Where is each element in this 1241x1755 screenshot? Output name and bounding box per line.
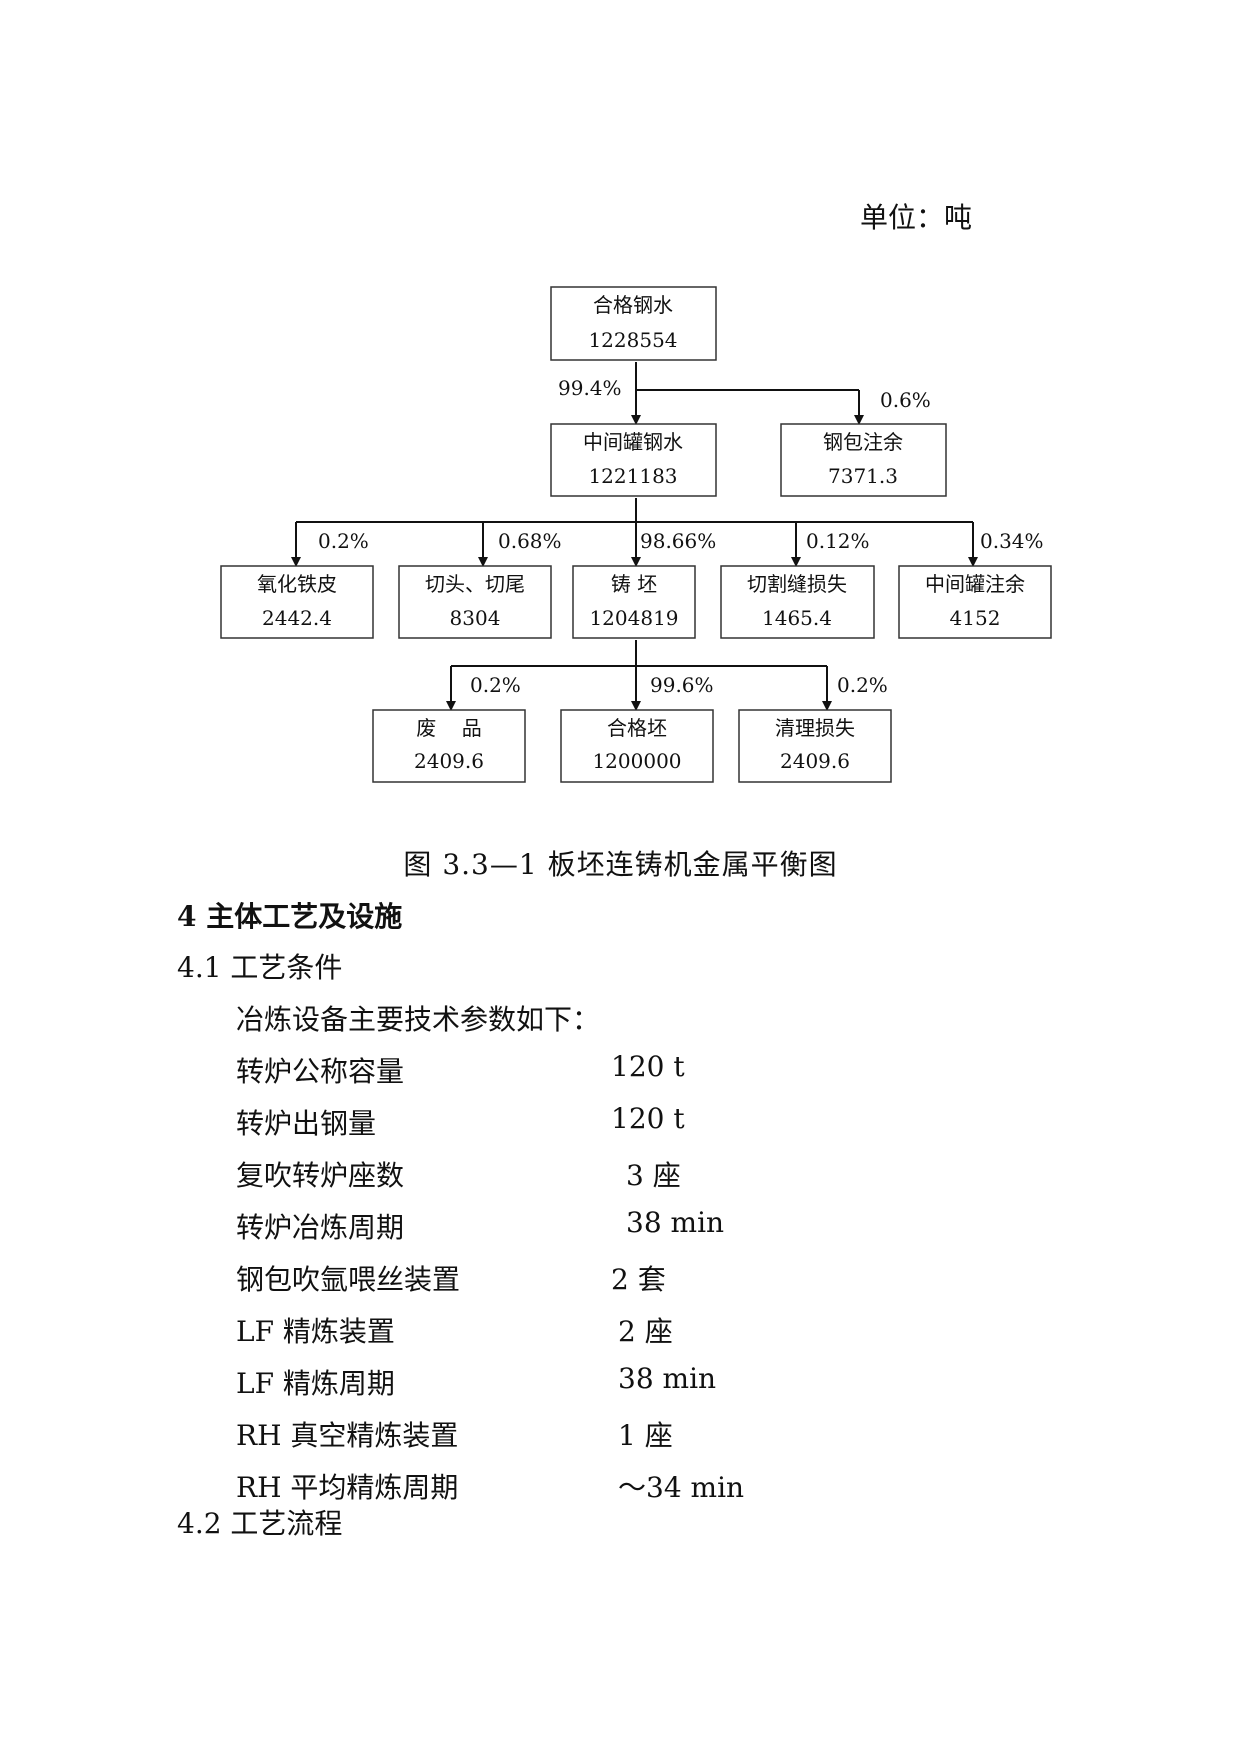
node-value: 1221183 xyxy=(588,464,677,488)
param-value: 2 套 xyxy=(611,1263,666,1296)
param-value: 3 座 xyxy=(626,1159,681,1192)
node-label: 氧化铁皮 xyxy=(257,572,337,596)
pct-label: 99.4% xyxy=(558,376,622,400)
node-label: 铸 坯 xyxy=(611,572,657,596)
node-value: 8304 xyxy=(450,606,501,630)
node-label: 切割缝损失 xyxy=(747,572,847,596)
pct-label: 0.2% xyxy=(837,673,888,697)
param-value: 38 min xyxy=(626,1206,725,1239)
node-tundish-residue: 中间罐注余 4152 xyxy=(898,565,1052,639)
param-value: 38 min xyxy=(618,1362,717,1395)
node-qualified-slab: 合格坯 1200000 xyxy=(560,709,714,783)
node-value: 1228554 xyxy=(588,328,677,352)
figure-caption: 图 3.3—1 板坯连铸机金属平衡图 xyxy=(403,848,838,881)
node-cast-slab: 铸 坯 1204819 xyxy=(572,565,696,639)
param-name: RH 真空精炼装置 xyxy=(236,1419,459,1452)
param-row: 转炉冶炼周期 38 min xyxy=(236,1206,724,1246)
node-label: 合格坯 xyxy=(607,716,667,740)
node-label: 中间罐钢水 xyxy=(583,430,683,454)
node-value: 2442.4 xyxy=(262,606,332,630)
pct-label: 0.2% xyxy=(318,529,369,553)
node-tundish-steel: 中间罐钢水 1221183 xyxy=(550,423,717,497)
node-label: 钢包注余 xyxy=(823,430,903,454)
node-label: 中间罐注余 xyxy=(925,572,1025,596)
param-name: LF 精炼装置 xyxy=(236,1315,395,1348)
param-row: 复吹转炉座数 3 座 xyxy=(236,1154,681,1194)
node-value: 1200000 xyxy=(592,749,681,773)
param-value: ～34 min xyxy=(618,1471,745,1504)
node-value: 2409.6 xyxy=(780,749,850,773)
param-name: LF 精炼周期 xyxy=(236,1367,395,1400)
pct-label: 0.12% xyxy=(806,529,870,553)
node-label: 清理损失 xyxy=(775,716,855,740)
param-row: 钢包吹氩喂丝装置 2 套 xyxy=(236,1258,666,1298)
param-value: 120 t xyxy=(611,1050,685,1083)
section-title: 4 主体工艺及设施 xyxy=(177,900,403,933)
param-name: 转炉出钢量 xyxy=(236,1107,377,1140)
node-scrap: 废 品 2409.6 xyxy=(372,709,526,783)
param-row: RH 平均精炼周期 ～34 min xyxy=(236,1466,744,1506)
node-value: 7371.3 xyxy=(828,464,898,488)
pct-label: 0.68% xyxy=(498,529,562,553)
params-intro: 冶炼设备主要技术参数如下： xyxy=(236,1003,601,1036)
pct-label: 0.34% xyxy=(980,529,1044,553)
node-label: 切头、切尾 xyxy=(425,572,525,596)
pct-label: 98.66% xyxy=(640,529,716,553)
pct-label: 0.2% xyxy=(470,673,521,697)
node-label: 废 品 xyxy=(416,716,481,740)
node-value: 1204819 xyxy=(589,606,678,630)
param-row: 转炉出钢量 120 t xyxy=(236,1102,685,1142)
flow-connectors xyxy=(291,362,978,711)
metal-balance-flowchart: 合格钢水 1228554 中间罐钢水 1221183 99.4% 钢包注余 73… xyxy=(220,286,1052,783)
param-value: 1 座 xyxy=(618,1419,673,1452)
pct-label: 0.6% xyxy=(880,388,931,412)
node-value: 1465.4 xyxy=(762,606,832,630)
unit-label: 单位：吨 xyxy=(860,201,973,234)
node-qualified-steel: 合格钢水 1228554 xyxy=(550,286,717,361)
param-row: 转炉公称容量 120 t xyxy=(236,1050,685,1090)
param-value: 2 座 xyxy=(618,1315,673,1348)
param-row: LF 精炼周期 38 min xyxy=(236,1362,716,1402)
param-name: RH 平均精炼周期 xyxy=(236,1471,459,1504)
node-value: 4152 xyxy=(950,606,1001,630)
subsection-title-conditions: 4.1 工艺条件 xyxy=(177,951,343,984)
node-label: 合格钢水 xyxy=(593,293,673,317)
node-value: 2409.6 xyxy=(414,749,484,773)
node-iron-oxide-scale: 氧化铁皮 2442.4 xyxy=(220,565,374,639)
param-name: 转炉冶炼周期 xyxy=(236,1211,405,1244)
param-name: 钢包吹氩喂丝装置 xyxy=(236,1263,461,1296)
param-row: RH 真空精炼装置 1 座 xyxy=(236,1414,673,1454)
node-head-tail-crop: 切头、切尾 8304 xyxy=(398,565,552,639)
pct-label: 99.6% xyxy=(650,673,714,697)
param-value: 120 t xyxy=(611,1102,685,1135)
subsection-title-process: 4.2 工艺流程 xyxy=(177,1507,343,1540)
param-name: 转炉公称容量 xyxy=(236,1055,405,1088)
param-name: 复吹转炉座数 xyxy=(236,1159,405,1192)
node-cutting-loss: 切割缝损失 1465.4 xyxy=(720,565,875,639)
node-ladle-residue: 钢包注余 7371.3 xyxy=(780,423,947,497)
param-row: LF 精炼装置 2 座 xyxy=(236,1310,673,1350)
node-cleaning-loss: 清理损失 2409.6 xyxy=(738,709,892,783)
